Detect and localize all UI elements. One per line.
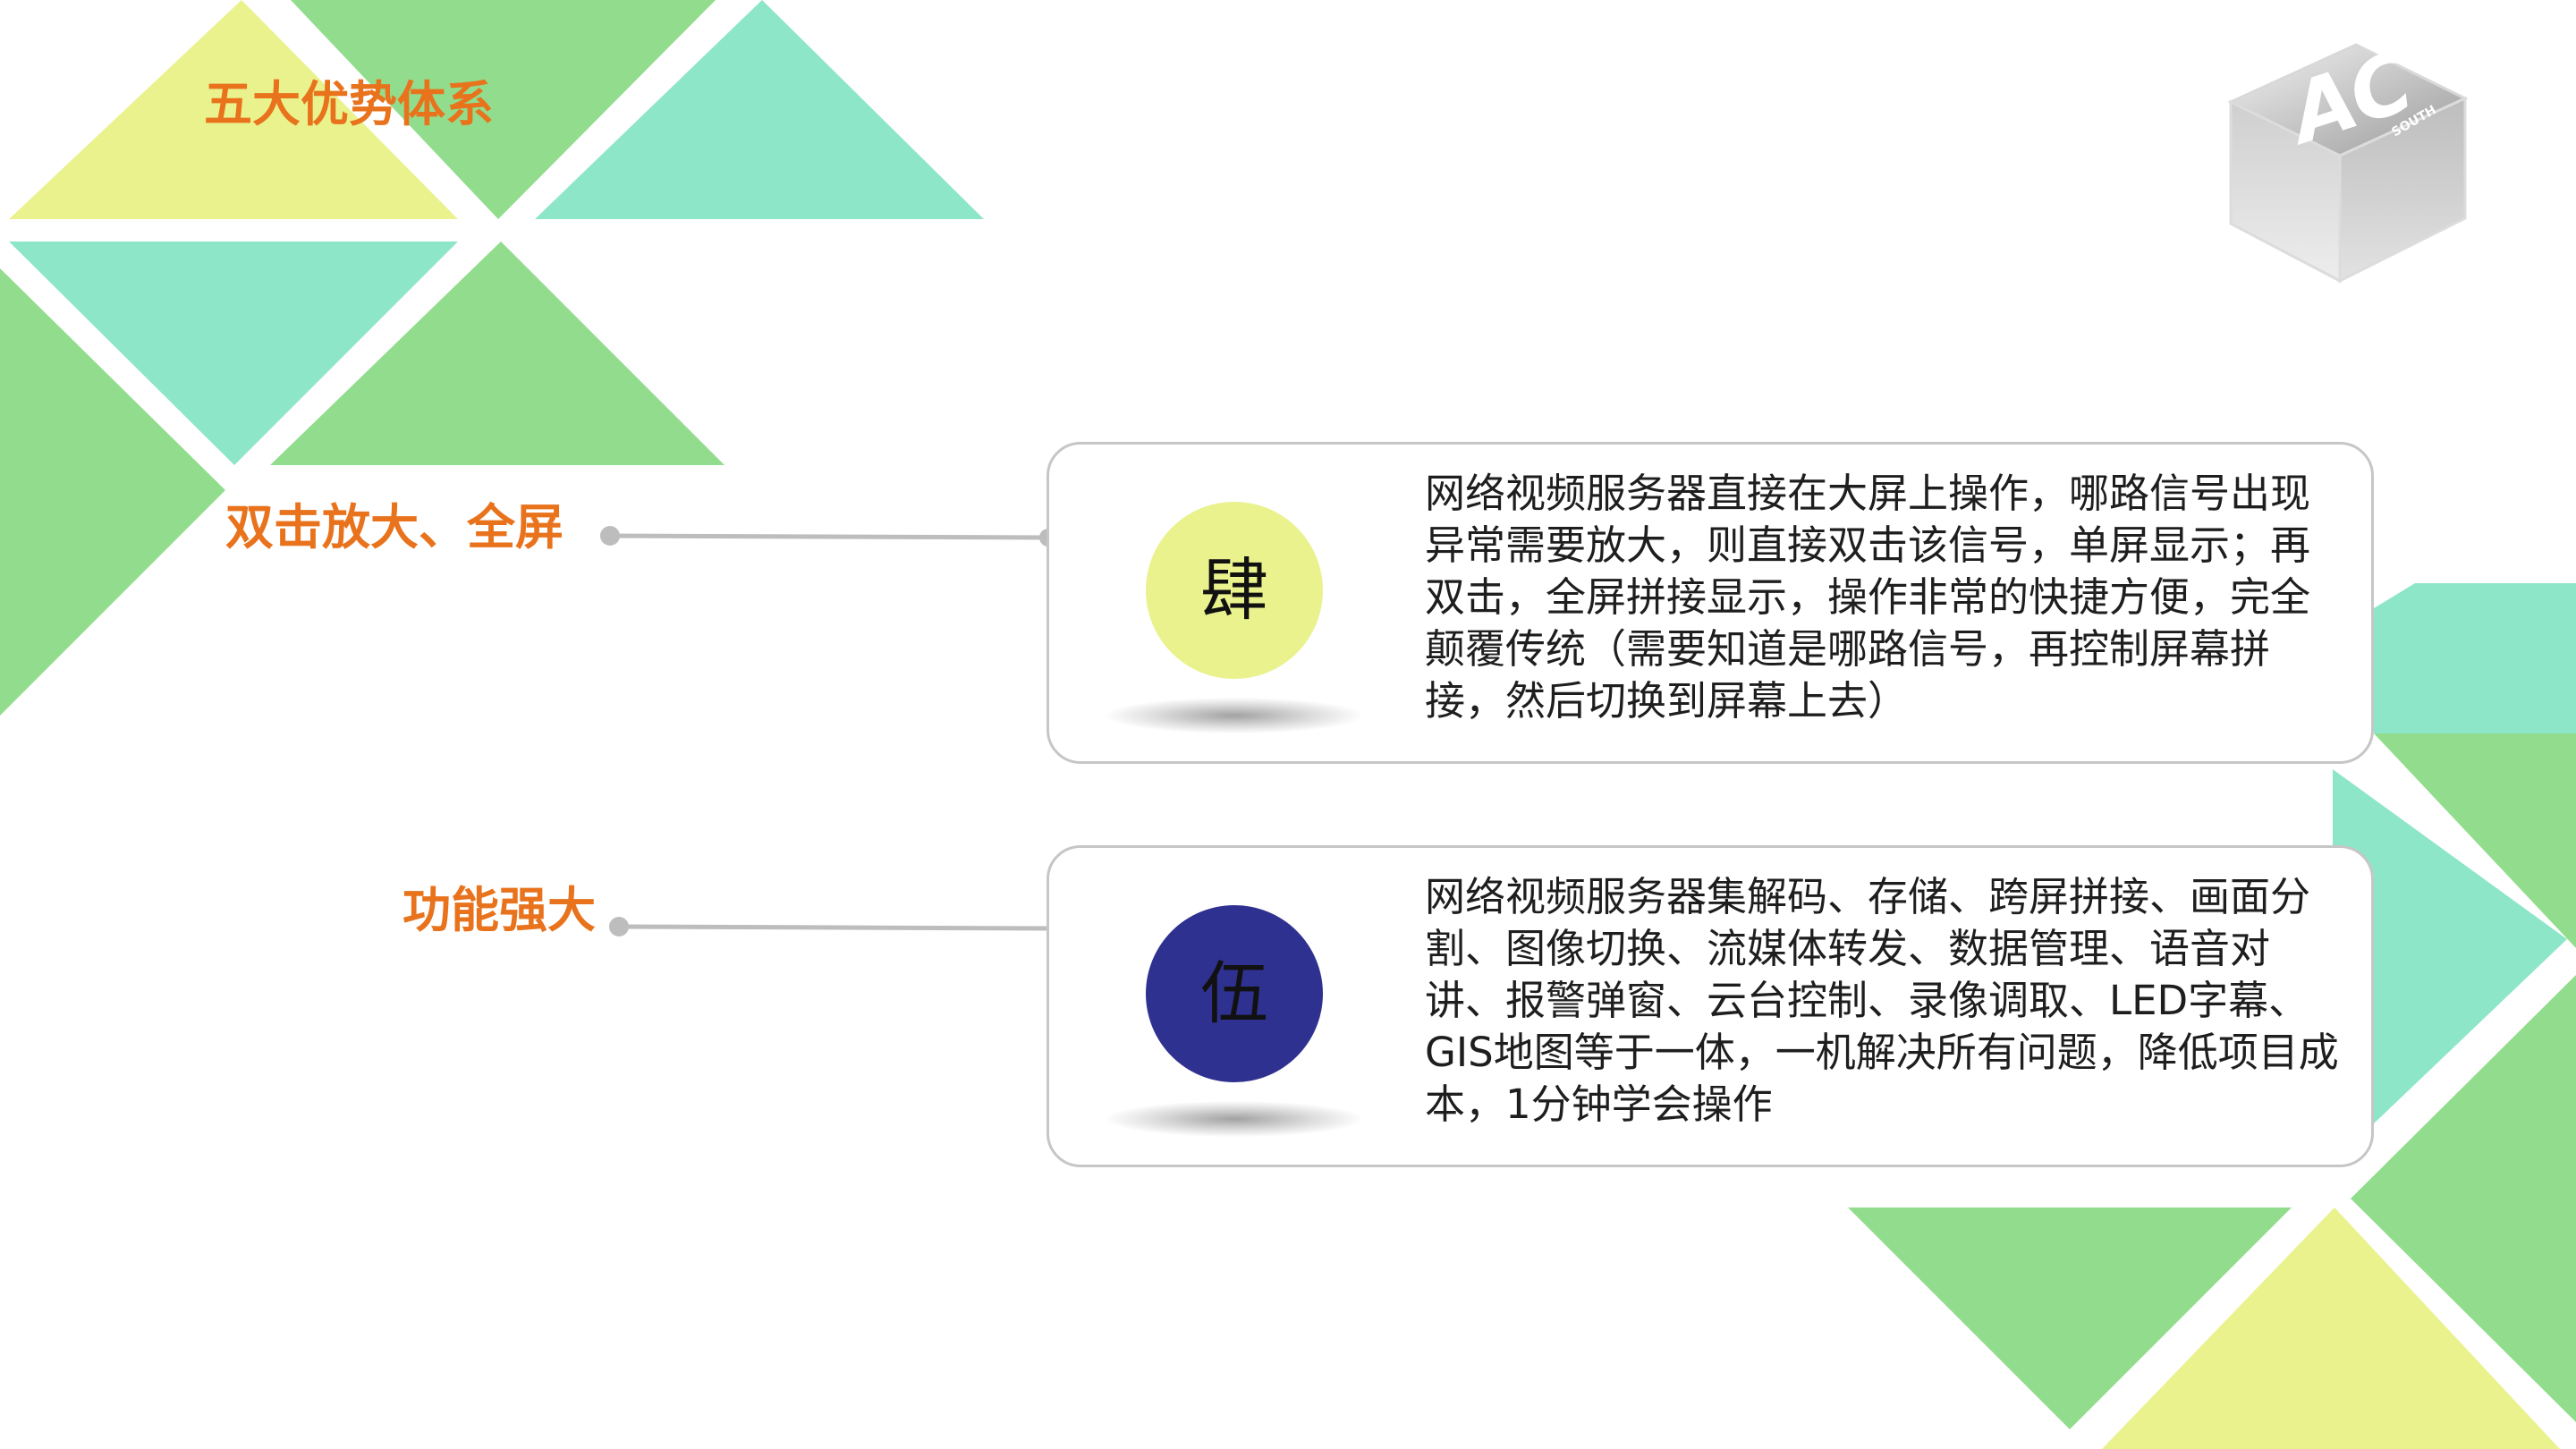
badge-shadow bbox=[1106, 698, 1362, 733]
triangle-teal-right-big bbox=[2333, 769, 2567, 1163]
triangle-green-bottom bbox=[1848, 1208, 2292, 1429]
triangle-yellow-top bbox=[9, 0, 458, 219]
triangle-teal-right-upper bbox=[2374, 583, 2576, 733]
slide-title: 五大优势体系 bbox=[204, 76, 494, 132]
badge-number-four: 肆 bbox=[1146, 502, 1323, 679]
feature-card-powerful: 伍 网络视频服务器集解码、存储、跨屏拼接、画面分割、图像切换、流媒体转发、数据管… bbox=[1046, 845, 2374, 1167]
feature-label-powerful: 功能强大 bbox=[402, 882, 596, 938]
triangle-yellow-bottom bbox=[2102, 1208, 2560, 1449]
feature-description-powerful: 网络视频服务器集解码、存储、跨屏拼接、画面分割、图像切换、流媒体转发、数据管理、… bbox=[1425, 873, 2339, 1128]
triangle-teal-top bbox=[535, 0, 984, 219]
badge-shadow bbox=[1106, 1101, 1362, 1137]
badge-number-five: 伍 bbox=[1146, 905, 1323, 1082]
feature-label-double-click: 双击放大、全屏 bbox=[225, 499, 564, 555]
feature-description-double-click: 网络视频服务器直接在大屏上操作，哪路信号出现异常需要放大，则直接双击该信号，单屏… bbox=[1425, 470, 2311, 724]
triangle-green-mid bbox=[270, 242, 724, 465]
triangle-green-right-lower bbox=[2351, 975, 2576, 1422]
triangle-green-top bbox=[291, 0, 716, 219]
feature-card-double-click: 肆 网络视频服务器直接在大屏上操作，哪路信号出现异常需要放大，则直接双击该信号，… bbox=[1046, 442, 2374, 764]
triangle-green-right-upper bbox=[2374, 733, 2576, 948]
ac-cube-logo-icon: AC SOUTH bbox=[2222, 33, 2472, 290]
triangle-green-left bbox=[0, 268, 225, 716]
triangle-teal-mid bbox=[9, 242, 458, 465]
